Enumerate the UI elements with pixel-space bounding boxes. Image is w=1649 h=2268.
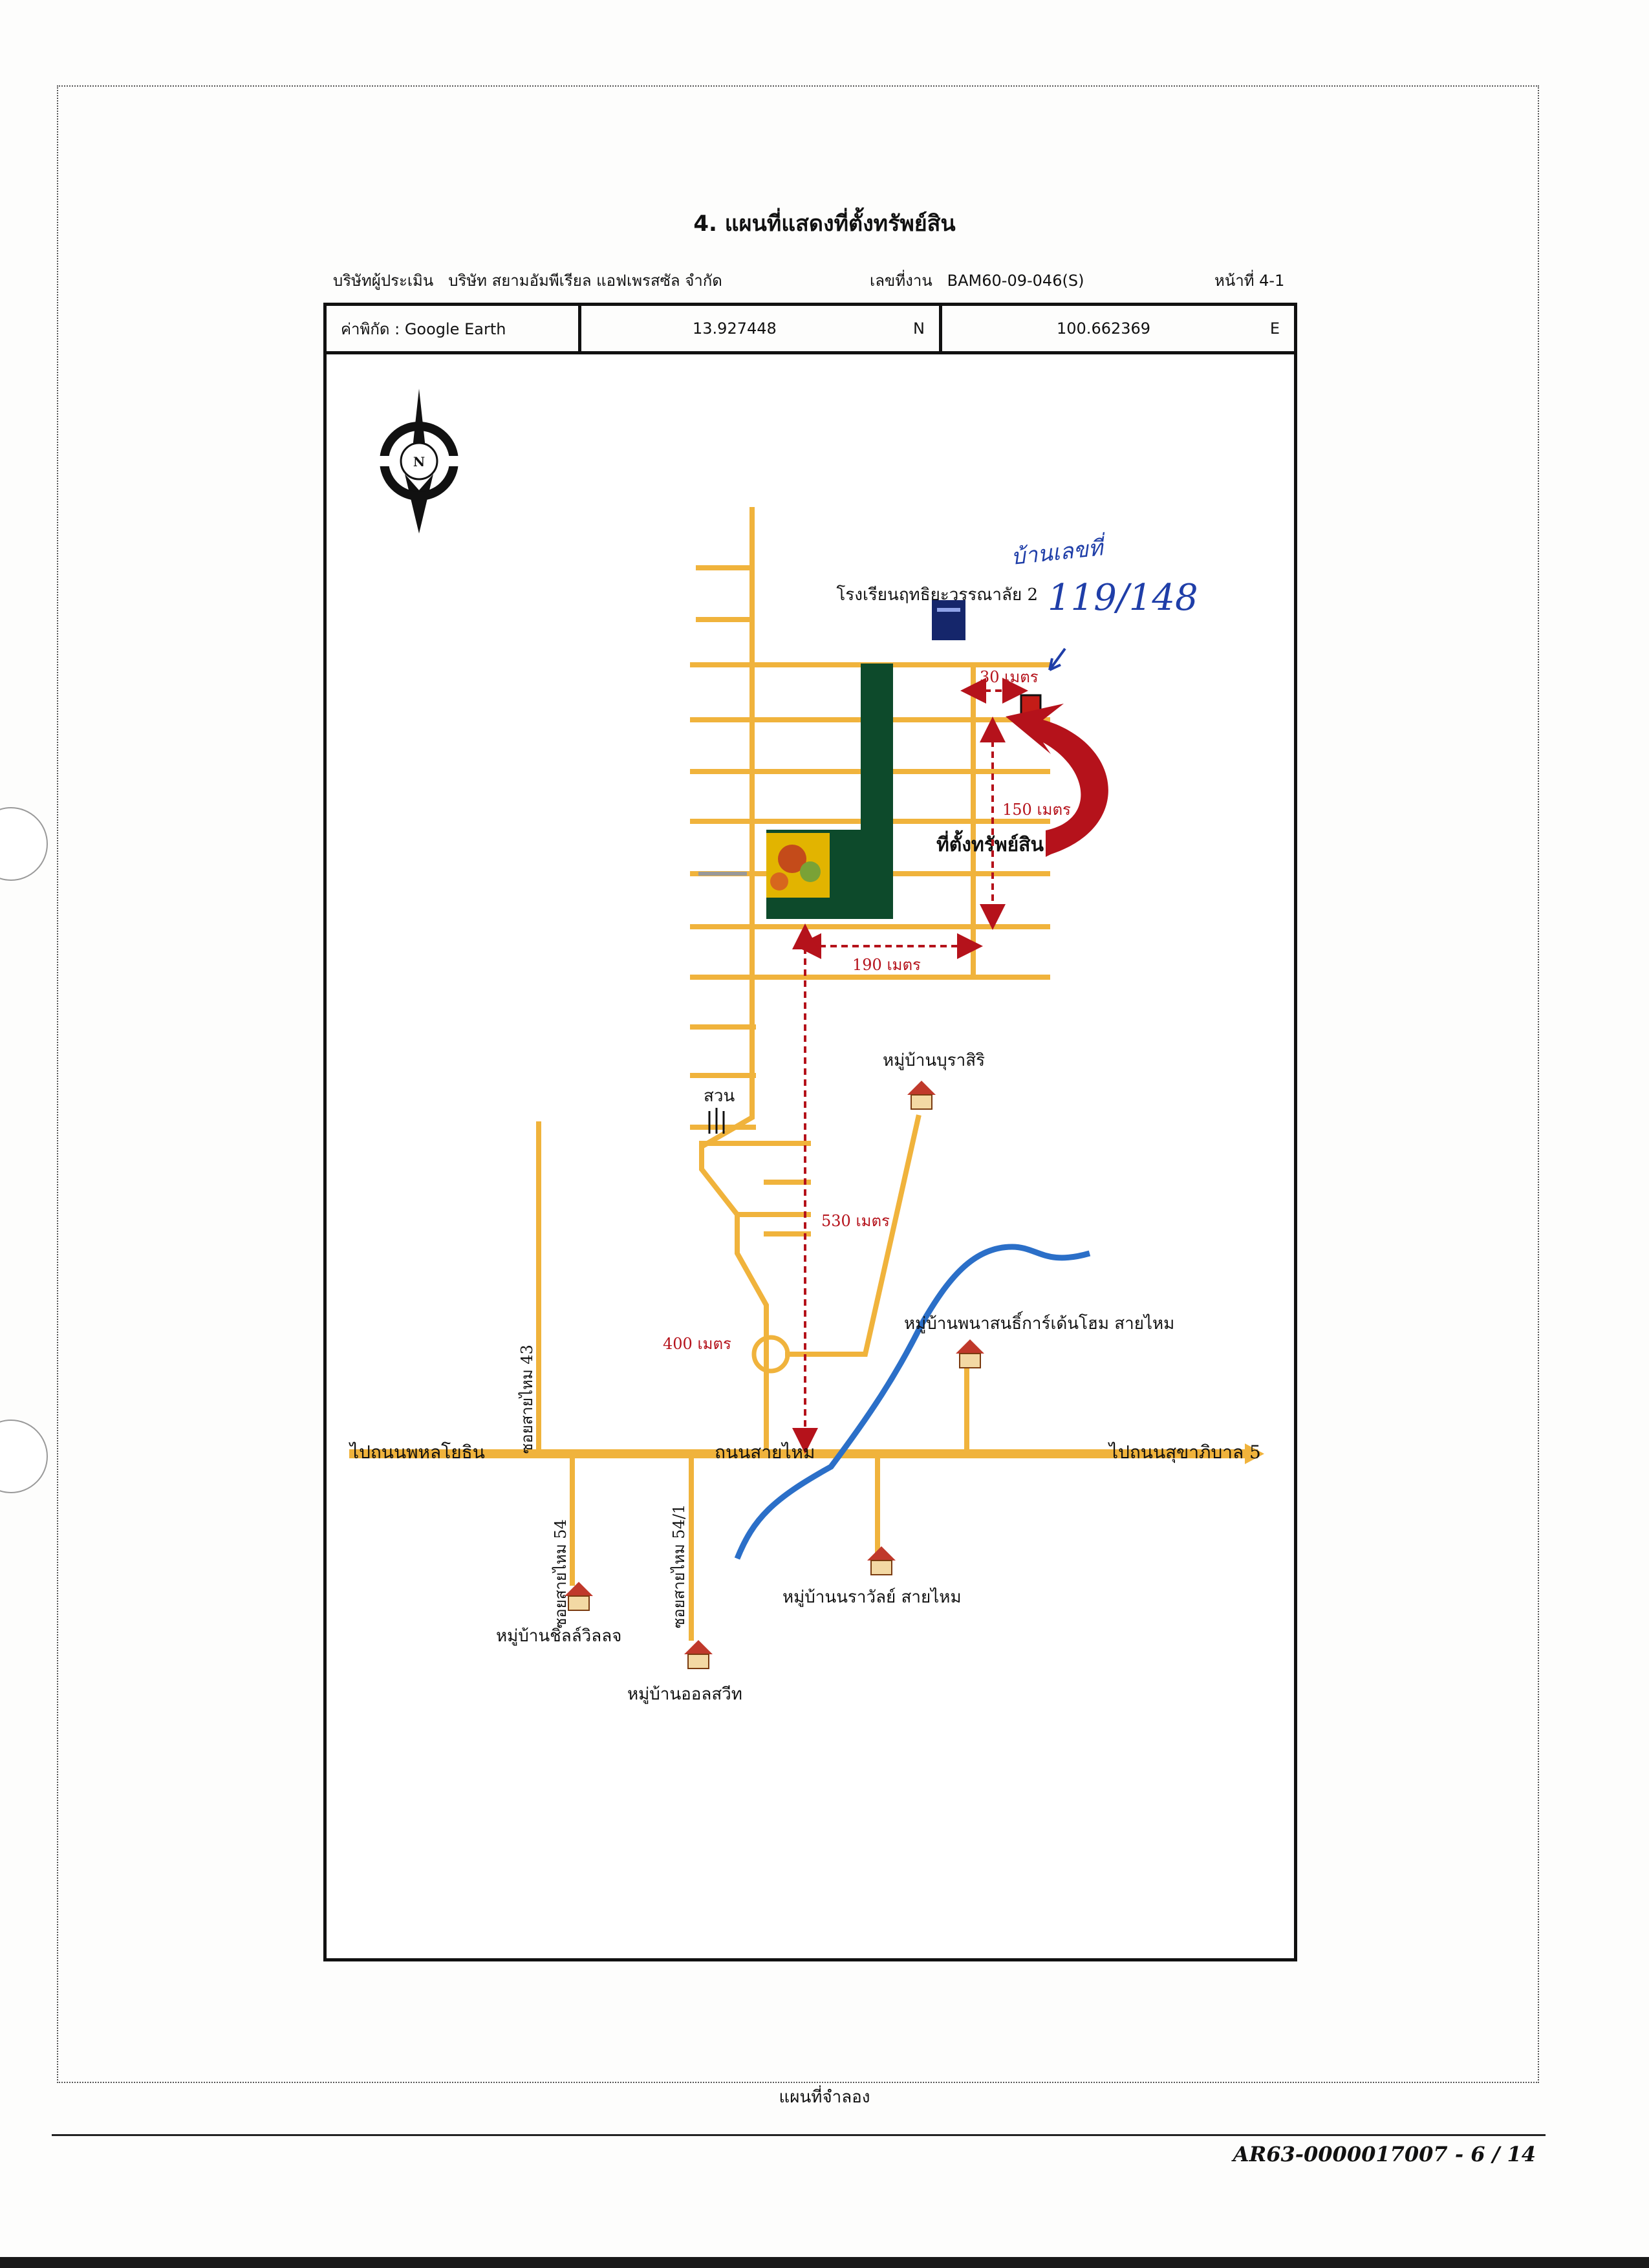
latitude-direction: N [913, 319, 925, 338]
village-label: หมู่บ้านชิลล์วิลลจ [496, 1626, 621, 1646]
distance-530: 530 เมตร [821, 1212, 890, 1230]
road-network [536, 507, 1050, 1641]
handwritten-house-number: 119/148 [1048, 577, 1198, 619]
distance-30: 30 เมตร [980, 668, 1039, 686]
footer-divider [52, 2134, 1546, 2136]
village-label: หมู่บ้านพนาสนธิ์การ์เด้นโฮม สายไหม [904, 1311, 1174, 1334]
compass-icon: N [379, 389, 459, 534]
road-label-right: ไปถนนสุขาภิบาล 5 [1108, 1442, 1261, 1463]
park-label: สวน [704, 1086, 735, 1106]
school-icon [932, 600, 965, 640]
location-map: N [349, 389, 1264, 1704]
coordinate-source: ค่าพิกัด : Google Earth [327, 306, 581, 351]
document-id: AR63-0000017007 - 6 / 14 [1233, 2142, 1536, 2166]
longitude-value: 100.662369 [1057, 319, 1151, 338]
latitude-cell: 13.927448 N [581, 306, 942, 351]
page-title: 4. แผนที่แสดงที่ตั้งทรัพย์สิน [693, 211, 956, 237]
soi-54-label: ซอยสายไหม 54 [552, 1519, 570, 1628]
school-label: โรงเรียนฤทธิยะวรรณาลัย 2 [836, 585, 1038, 605]
market-icon [766, 833, 830, 898]
village-house-icon [956, 1339, 984, 1368]
river [734, 1244, 1091, 1560]
handwritten-house-label: บ้านเลขที่ [1009, 532, 1108, 570]
page-border [57, 85, 1539, 2083]
job-label: เลขที่งาน [870, 272, 932, 290]
appraiser-line: บริษัทผู้ประเมิน บริษัท สยามอัมพีเรียล แ… [333, 268, 722, 293]
soi-54-1-label: ซอยสายไหม 54/1 [670, 1504, 688, 1628]
job-line: เลขที่งาน BAM60-09-046(S) [870, 268, 1084, 293]
village-label: หมู่บ้านบุราสิริ [883, 1051, 985, 1070]
handwritten-arrow-icon [1048, 647, 1066, 671]
road-label-left: ไปถนนพหลโยธิน [349, 1442, 485, 1463]
map-note: แผนที่จำลอง [779, 2088, 870, 2107]
appraiser-name: บริษัท สยามอัมพีเรียล แอฟเพรสซัล จำกัด [448, 272, 722, 290]
distance-150: 150 เมตร [1002, 801, 1071, 819]
scan-edge [0, 2257, 1649, 2268]
longitude-cell: 100.662369 E [942, 306, 1294, 351]
main-road-label: ถนนสายไหม [715, 1442, 815, 1463]
soi-43-label: ซอยสายไหม 43 [518, 1345, 536, 1454]
longitude-direction: E [1269, 319, 1280, 338]
main-road [349, 1443, 1264, 1464]
village-label: หมู่บ้านออลสวีท [627, 1685, 742, 1704]
village-label: หมู่บ้านนราวัลย์ สายไหม [782, 1587, 962, 1607]
punch-hole [0, 1420, 48, 1493]
job-number: BAM60-09-046(S) [947, 272, 1084, 290]
punch-hole [0, 807, 48, 881]
appraiser-label: บริษัทผู้ประเมิน [333, 272, 434, 290]
compass-letter: N [413, 454, 425, 470]
village-house-icon [565, 1582, 593, 1611]
village-house-icon [684, 1640, 713, 1669]
coordinate-table: ค่าพิกัด : Google Earth 13.927448 N 100.… [323, 303, 1297, 354]
latitude-value: 13.927448 [693, 319, 777, 338]
distance-190: 190 เมตร [852, 956, 921, 974]
property-label: ที่ตั้งทรัพย์สิน [936, 830, 1044, 856]
curved-arrow-icon [1006, 704, 1108, 857]
village-house-icon [907, 1081, 936, 1110]
village-house-icon [867, 1546, 896, 1575]
distance-400: 400 เมตร [663, 1335, 731, 1353]
park-tree-icon [708, 1108, 725, 1134]
map-frame: N [323, 354, 1297, 1961]
page-number: หน้าที่ 4-1 [1214, 272, 1285, 290]
distance-arrows [792, 678, 1028, 1454]
